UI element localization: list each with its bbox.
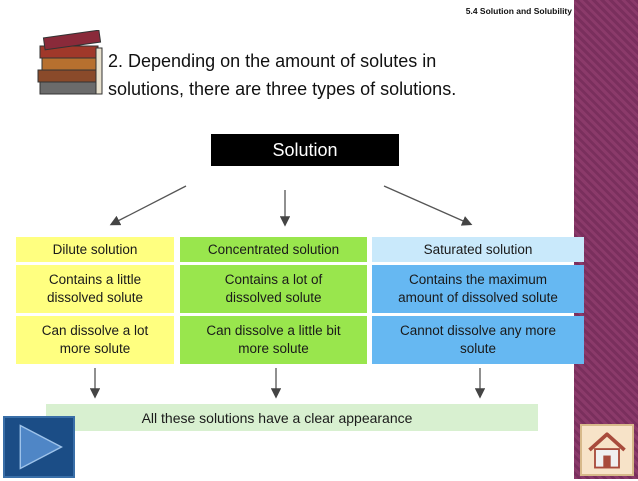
summary-footer-text: All these solutions have a clear appeara…: [141, 409, 413, 426]
dilute-row-2-line-a: Can dissolve a lot: [41, 323, 149, 338]
home-button[interactable]: [580, 424, 634, 476]
intro-text: 2. Depending on the amount of solutes in…: [108, 47, 548, 103]
solution-root-node: Solution: [211, 134, 399, 166]
saturated-row-1-line-b: amount of dissolved solute: [398, 290, 558, 305]
home-icon: [588, 432, 626, 469]
dilute-header: Dilute solution: [16, 237, 174, 262]
dilute-row-2: Can dissolve a lot more solute: [16, 316, 174, 364]
concentrated-row-1: Contains a lot of dissolved solute: [180, 265, 367, 313]
dilute-row-1: Contains a little dissolved solute: [16, 265, 174, 313]
decorative-side-strip: [574, 0, 638, 479]
saturated-row-1: Contains the maximum amount of dissolved…: [372, 265, 584, 313]
play-arrow-icon: [19, 424, 63, 470]
concentrated-row-1-line-b: dissolved solute: [225, 290, 322, 305]
saturated-row-2-line-a: Cannot dissolve any more: [399, 323, 557, 338]
dilute-row-1-line-a: Contains a little: [48, 272, 142, 287]
saturated-row-1-line-a: Contains the maximum: [408, 272, 548, 287]
intro-line-1: 2. Depending on the amount of solutes in: [108, 51, 437, 71]
concentrated-row-1-line-a: Contains a lot of: [224, 272, 323, 287]
arrow-to-dilute: [109, 185, 187, 226]
dilute-row-2-line-b: more solute: [59, 341, 131, 356]
saturated-row-2-line-b: solute: [459, 341, 497, 356]
concentrated-header: Concentrated solution: [180, 237, 367, 262]
summary-footer-box: All these solutions have a clear appeara…: [46, 404, 538, 431]
dilute-row-1-line-b: dissolved solute: [46, 290, 144, 305]
concentrated-row-2-line-a: Can dissolve a little bit: [206, 323, 341, 338]
intro-line-2: solutions, there are three types of solu…: [108, 79, 457, 99]
concentrated-row-2: Can dissolve a little bit more solute: [180, 316, 367, 364]
concentrated-row-2-line-b: more solute: [238, 341, 309, 356]
slide-header-title: 5.4 Solution and Solubility: [465, 6, 572, 16]
saturated-row-2: Cannot dissolve any more solute: [372, 316, 584, 364]
next-slide-button[interactable]: [3, 416, 75, 478]
arrow-to-saturated: [383, 185, 473, 226]
saturated-header: Saturated solution: [372, 237, 584, 262]
books-icon: [37, 30, 103, 95]
